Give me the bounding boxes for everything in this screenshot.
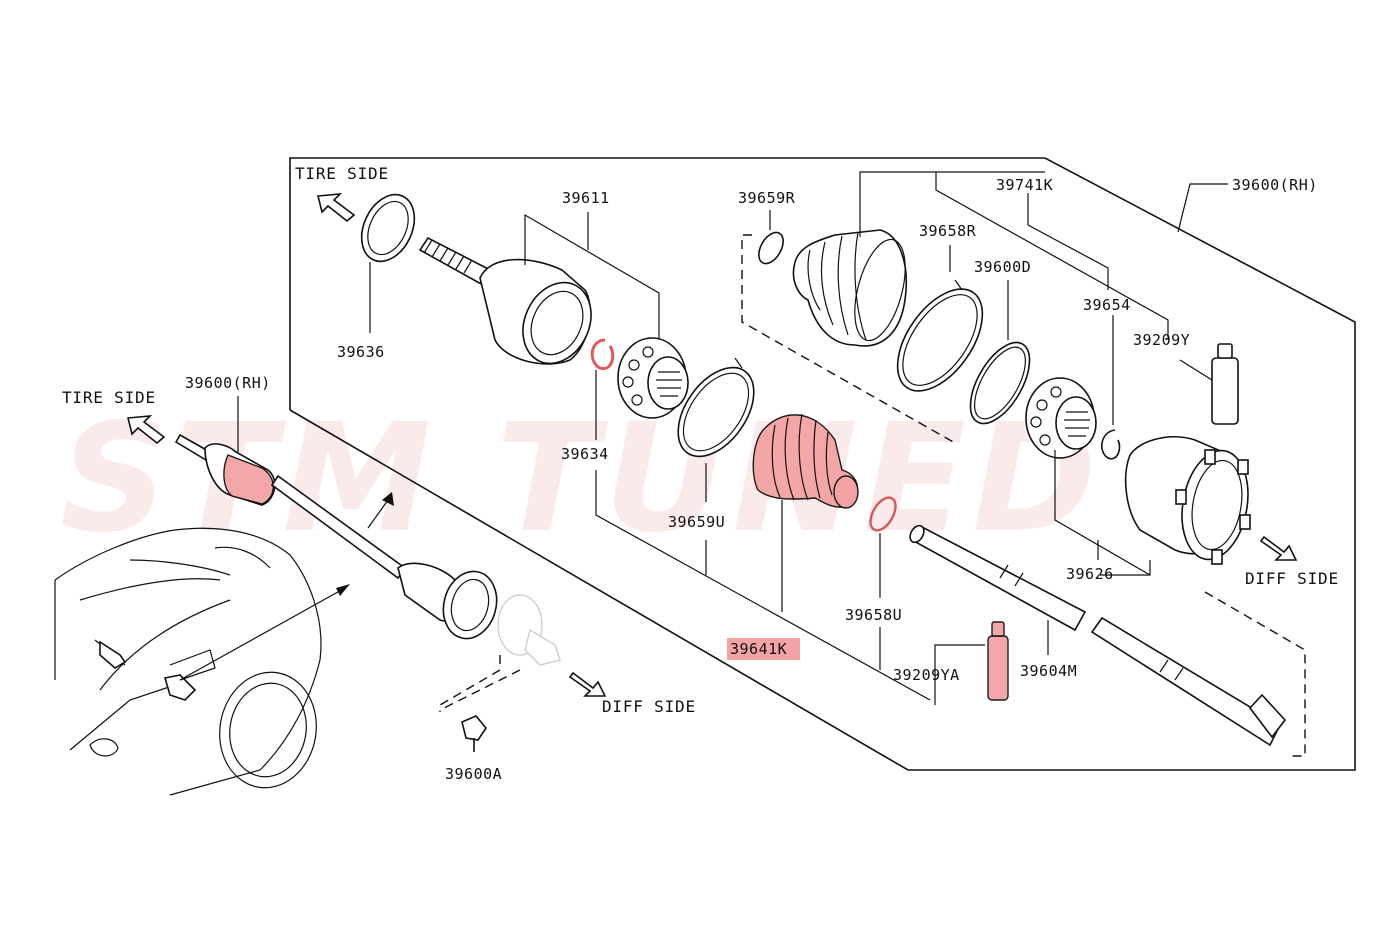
part-39641k-boot bbox=[752, 413, 859, 612]
overview-car-body bbox=[54, 527, 350, 796]
leader-39611 bbox=[524, 212, 660, 345]
label-39611: 39611 bbox=[562, 189, 610, 207]
label-39209ya: 39209YA bbox=[893, 666, 960, 684]
part-39659r-clamp bbox=[758, 210, 784, 265]
leader-lower-routing bbox=[595, 470, 931, 701]
label-39604m: 39604M bbox=[1020, 662, 1077, 680]
tire-side-overview-label: TIRE SIDE bbox=[62, 388, 166, 445]
arrow-down-right-icon bbox=[568, 671, 607, 697]
exploded-panel-frame bbox=[289, 157, 1356, 771]
highlight-badge-39641k bbox=[727, 638, 800, 660]
arrow-down-right-icon bbox=[1259, 535, 1298, 561]
part-inner-race bbox=[617, 337, 689, 419]
label-39636: 39636 bbox=[337, 343, 385, 361]
overview-halfshaft bbox=[174, 433, 498, 640]
label-39600a: 39600A bbox=[445, 765, 502, 783]
label-39659u: 39659U bbox=[668, 513, 725, 531]
label-39659r: 39659R bbox=[738, 189, 796, 207]
part-39209y-grease bbox=[1179, 343, 1239, 425]
label-39600rh-overview: 39600(RH) bbox=[185, 374, 271, 392]
svg-text:DIFF SIDE: DIFF SIDE bbox=[602, 697, 696, 716]
part-39209ya-grease bbox=[934, 621, 1009, 705]
part-39654-snap-ring bbox=[1101, 315, 1121, 460]
part-39604m-shaft bbox=[909, 524, 1087, 655]
svg-text:DIFF SIDE: DIFF SIDE bbox=[1245, 569, 1339, 588]
svg-text:TIRE SIDE: TIRE SIDE bbox=[295, 164, 389, 183]
overview-diff-flange-ghost bbox=[439, 594, 561, 712]
part-inner-boot bbox=[792, 171, 1045, 347]
inner-side-dashed-group bbox=[741, 234, 956, 444]
label-39209y: 39209Y bbox=[1133, 331, 1190, 349]
label-39641k: 39641K bbox=[730, 640, 787, 658]
part-39600a-bolt bbox=[461, 715, 487, 752]
arrow-up-left-icon bbox=[126, 415, 166, 445]
part-39636-ring bbox=[360, 193, 416, 333]
diff-side-panel-label: DIFF SIDE bbox=[1245, 535, 1339, 588]
svg-text:TIRE SIDE: TIRE SIDE bbox=[62, 388, 156, 407]
tire-side-panel-label: TIRE SIDE bbox=[295, 164, 389, 223]
part-39634-snap-ring bbox=[590, 338, 615, 440]
label-39658r: 39658R bbox=[919, 222, 977, 240]
part-inner-tripod bbox=[1025, 377, 1097, 459]
label-39600d: 39600D bbox=[974, 258, 1031, 276]
label-39634: 39634 bbox=[561, 445, 609, 463]
leader-39600rh-panel bbox=[1177, 183, 1228, 233]
arrow-up-right-icon bbox=[367, 492, 394, 529]
label-39626: 39626 bbox=[1066, 565, 1114, 583]
part-39626-housing bbox=[1054, 436, 1251, 576]
arrow-up-left-icon bbox=[316, 193, 356, 223]
part-39658r-clamp bbox=[896, 245, 984, 392]
diff-side-overview-label: DIFF SIDE bbox=[568, 671, 696, 716]
part-outer-joint bbox=[418, 236, 592, 365]
part-39659u-clamp bbox=[677, 357, 755, 575]
label-39600rh-panel: 39600(RH) bbox=[1232, 176, 1318, 194]
part-lower-shaft bbox=[1090, 591, 1306, 757]
leader-39741k bbox=[935, 172, 1169, 340]
label-39654: 39654 bbox=[1083, 296, 1131, 314]
part-39600d-oring bbox=[969, 280, 1031, 425]
label-39658u: 39658U bbox=[845, 606, 902, 624]
label-39741k: 39741K bbox=[996, 176, 1053, 194]
part-39658u-clamp bbox=[869, 496, 897, 670]
